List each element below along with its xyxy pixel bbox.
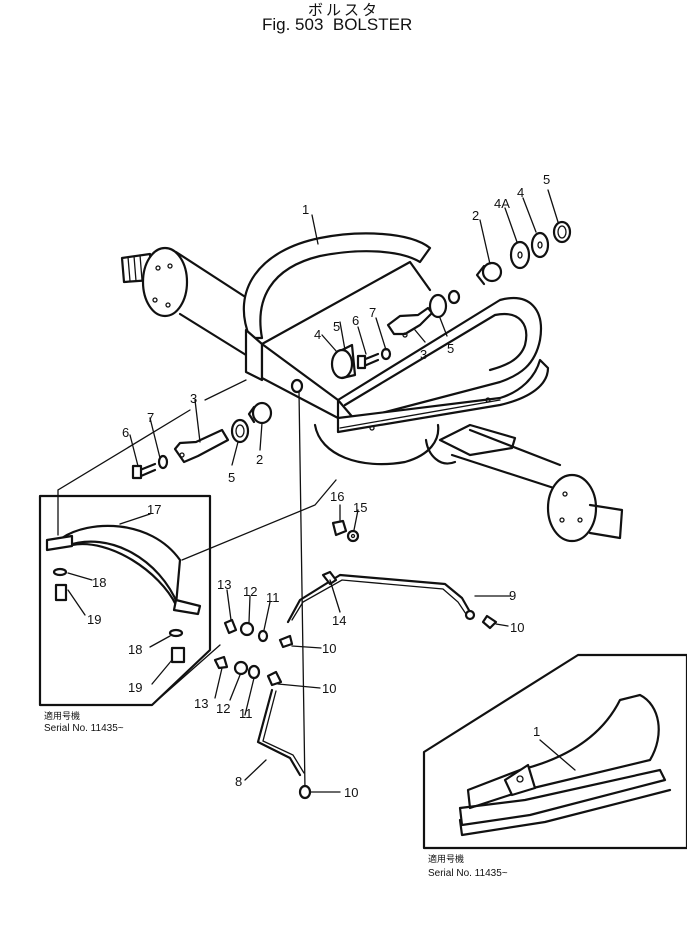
inner-parts [330,293,448,380]
callout-2: 2 [472,208,479,223]
callout-18: 18 [92,575,106,590]
callout-14: 14 [332,613,346,628]
callout-1: 1 [302,202,309,217]
left-inset [38,494,221,707]
callout-17: 17 [147,502,161,517]
callout-4a: 4A [494,196,510,211]
callout-4: 4 [314,327,321,342]
callout-3: 3 [420,347,427,362]
callout-18: 18 [128,642,142,657]
callout-10: 10 [322,641,336,656]
callout-19: 19 [128,680,142,695]
callout-16: 16 [330,489,344,504]
leader-lines [57,189,559,791]
callout-12: 12 [243,584,257,599]
right-inset-serial: Serial No. 11435~ [428,868,508,879]
callout-5: 5 [543,172,550,187]
callout-5: 5 [333,319,340,334]
figure-title: Fig. 503 BOLSTER [262,15,413,34]
callout-3: 3 [190,391,197,406]
callout-6: 6 [122,425,129,440]
callout-10: 10 [322,681,336,696]
callout-12: 12 [216,701,230,716]
callout-11: 11 [266,590,280,605]
callout-labels: 1 2 4A 4 5 4 5 6 7 3 5 3 7 6 5 2 16 15 1… [44,172,550,879]
callout-9: 9 [509,588,516,603]
callout-4: 4 [517,185,524,200]
callout-19: 19 [87,612,101,627]
left-inset-jp-label: 適用号機 [44,710,80,721]
right-inset [422,653,687,850]
callout-7: 7 [147,410,154,425]
japanese-title: ボルスタ [308,2,381,19]
hose-assembly [213,504,511,800]
right-side-parts [475,220,572,286]
callout-11: 11 [239,706,253,721]
right-inset-jp-label: 適用号機 [428,853,464,864]
callout-8: 8 [235,774,242,789]
left-side-parts [131,401,273,480]
axle-housing [120,246,624,543]
callout-6: 6 [352,313,359,328]
callout-10: 10 [510,620,524,635]
callout-7: 7 [369,305,376,320]
callout-10: 10 [344,785,358,800]
callout-1: 1 [533,724,540,739]
callout-2: 2 [256,452,263,467]
callout-15: 15 [353,500,367,515]
bolster-frame [242,232,550,434]
callout-13: 13 [194,696,208,711]
callout-5: 5 [228,470,235,485]
callout-13: 13 [217,577,231,592]
left-inset-serial: Serial No. 11435~ [44,723,124,734]
callout-5: 5 [447,341,454,356]
